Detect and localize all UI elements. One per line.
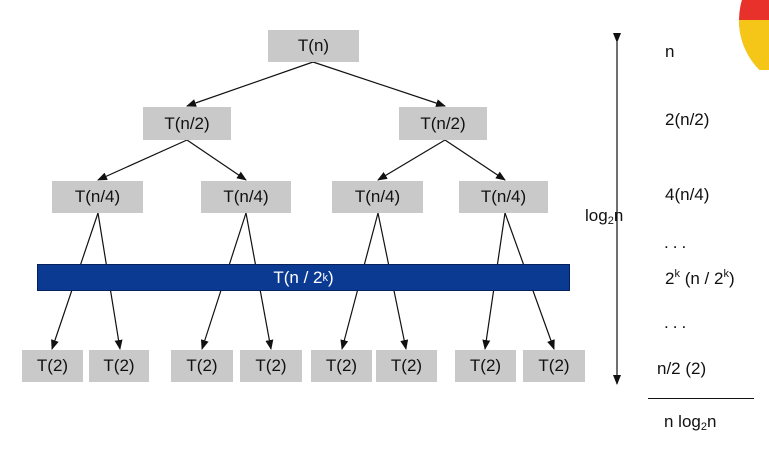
node-level1-right: T(n/2) — [399, 107, 487, 140]
band-exponent: k — [322, 271, 328, 284]
cost-level-2: 4(n/4) — [665, 185, 710, 204]
leaf-node: T(2) — [523, 350, 585, 382]
tree-height-label: log2n — [585, 206, 623, 227]
decorative-pie-graphic — [739, 0, 769, 70]
node-level2-a: T(n/4) — [52, 181, 143, 213]
node-level2-d: T(n/4) — [459, 181, 548, 213]
leaf-node: T(2) — [240, 350, 302, 382]
leaf-node: T(2) — [22, 350, 83, 382]
cost-k-exp1: k — [674, 268, 680, 280]
cost-k-coef: 2 — [665, 269, 675, 288]
edge-l1r-d — [444, 139, 506, 181]
edge-root-right — [312, 61, 446, 107]
node-level2-b: T(n/4) — [201, 181, 291, 213]
band-suffix: ) — [327, 267, 334, 287]
cost-level-0: n — [665, 42, 675, 61]
cost-k-mid: (n / 2 — [679, 269, 724, 288]
edge-root-left — [186, 61, 314, 107]
edge-l1l-b — [186, 139, 247, 181]
cost-level-k: 2k (n / 2k) — [665, 268, 735, 289]
cost-k-exp2: k — [723, 268, 729, 280]
height-log-base: 2 — [607, 215, 614, 227]
node-level1-left: T(n/2) — [143, 107, 231, 140]
sum-divider — [648, 398, 754, 399]
band-prefix: T(n / 2 — [273, 267, 323, 287]
edge-l1r-c — [377, 139, 446, 181]
height-log: log — [585, 206, 608, 225]
cost-ellipsis-2: ... — [664, 313, 691, 332]
total-suffix: n — [707, 412, 717, 431]
total-prefix: n log — [664, 412, 701, 431]
leaf-node: T(2) — [89, 350, 149, 382]
cost-leaf-level: n/2 (2) — [657, 359, 707, 378]
cost-ellipsis-1: ... — [664, 233, 691, 252]
leaf-node: T(2) — [455, 350, 516, 382]
node-root: T(n) — [268, 30, 359, 62]
total-cost: n log2n — [664, 412, 716, 433]
cost-level-1: 2(n/2) — [665, 110, 710, 129]
height-log-arg: n — [613, 206, 624, 225]
edge-l1l-a — [97, 139, 188, 181]
cost-k-end: ) — [728, 269, 735, 288]
leaf-node: T(2) — [171, 350, 233, 382]
total-log-base: 2 — [700, 421, 707, 433]
leaf-node: T(2) — [376, 350, 437, 382]
node-level2-c: T(n/4) — [332, 181, 423, 213]
leaf-node: T(2) — [311, 350, 372, 382]
